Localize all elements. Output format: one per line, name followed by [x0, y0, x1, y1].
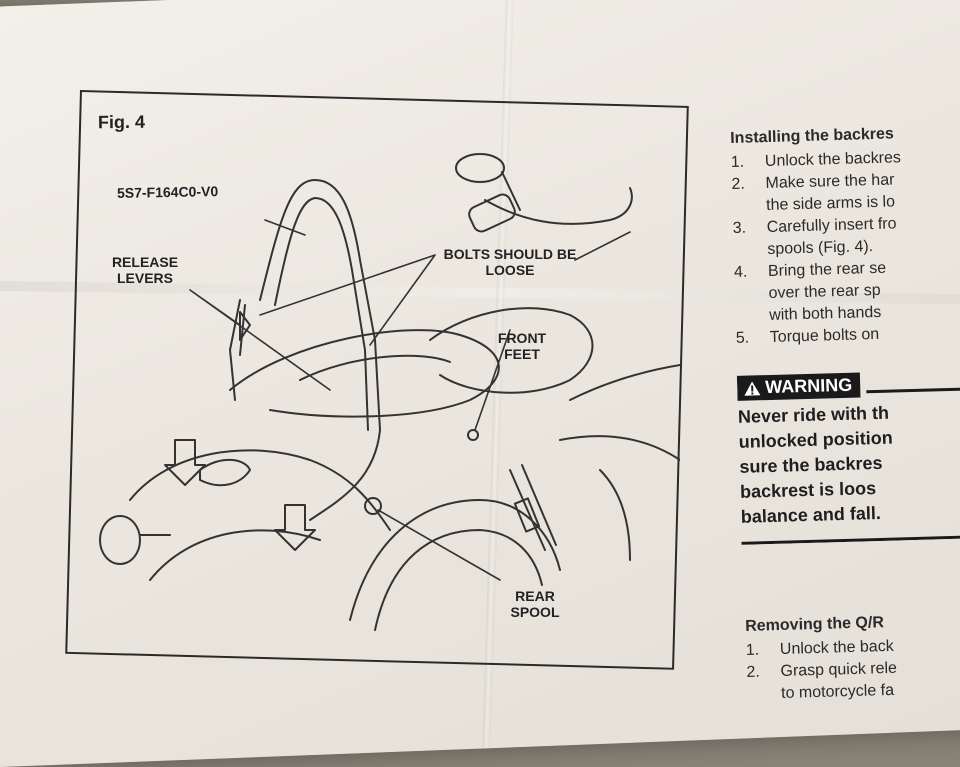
label-bolts-loose: BOLTS SHOULD BE LOOSE	[443, 246, 577, 279]
installing-section: Installing the backres 1.Unlock the back…	[730, 123, 960, 545]
mirror	[501, 171, 521, 211]
leader-line	[189, 289, 331, 391]
handlebar	[484, 187, 633, 225]
installing-steps: 1.Unlock the backres 2.Make sure the har…	[731, 145, 960, 350]
turn-signal	[99, 515, 141, 565]
frame-rail	[569, 364, 680, 401]
leader-line	[474, 329, 511, 431]
removing-section: Removing the Q/R 1.Unlock the back 2.Gra…	[745, 612, 960, 706]
label-rear-spool: REAR SPOOL	[510, 588, 560, 621]
arrow-down-icon	[274, 504, 316, 551]
shock-absorber	[509, 464, 557, 551]
label-front-feet: FRONT FEET	[497, 330, 547, 363]
frame-rail	[599, 469, 631, 561]
warning-rule	[866, 387, 960, 394]
figure-title: Fig. 4	[97, 111, 146, 133]
frame-rail	[559, 435, 680, 461]
front-foot	[467, 429, 479, 441]
fuel-tank	[429, 307, 594, 394]
label-part-number: 5S7-F164C0-V0	[116, 183, 219, 201]
backrest-outline	[259, 179, 381, 521]
handlebar-grip	[468, 193, 516, 233]
taillight	[199, 458, 251, 487]
leader-line	[574, 231, 631, 261]
label-release-levers: RELEASE LEVERS	[111, 254, 179, 287]
mirror	[455, 153, 505, 183]
arrow-down-icon	[164, 439, 206, 486]
leader-line	[264, 219, 306, 236]
rear-fender	[149, 529, 321, 581]
warning-badge: WARNING	[736, 372, 861, 401]
rear-spool	[364, 497, 382, 515]
rear-wheel	[349, 499, 561, 621]
warning-header: WARNING	[736, 369, 960, 401]
shock-absorber	[513, 497, 541, 533]
side-arm	[229, 299, 246, 401]
rear-wheel	[374, 529, 543, 631]
seat-outline	[299, 354, 451, 381]
leader-line	[377, 509, 501, 581]
motorcycle-line-drawing	[99, 153, 680, 631]
leader-line	[259, 254, 436, 346]
warning-triangle-icon	[744, 380, 761, 396]
backrest-outline	[274, 197, 369, 431]
warning-text: Never ride with th unlocked position sur…	[737, 402, 893, 527]
